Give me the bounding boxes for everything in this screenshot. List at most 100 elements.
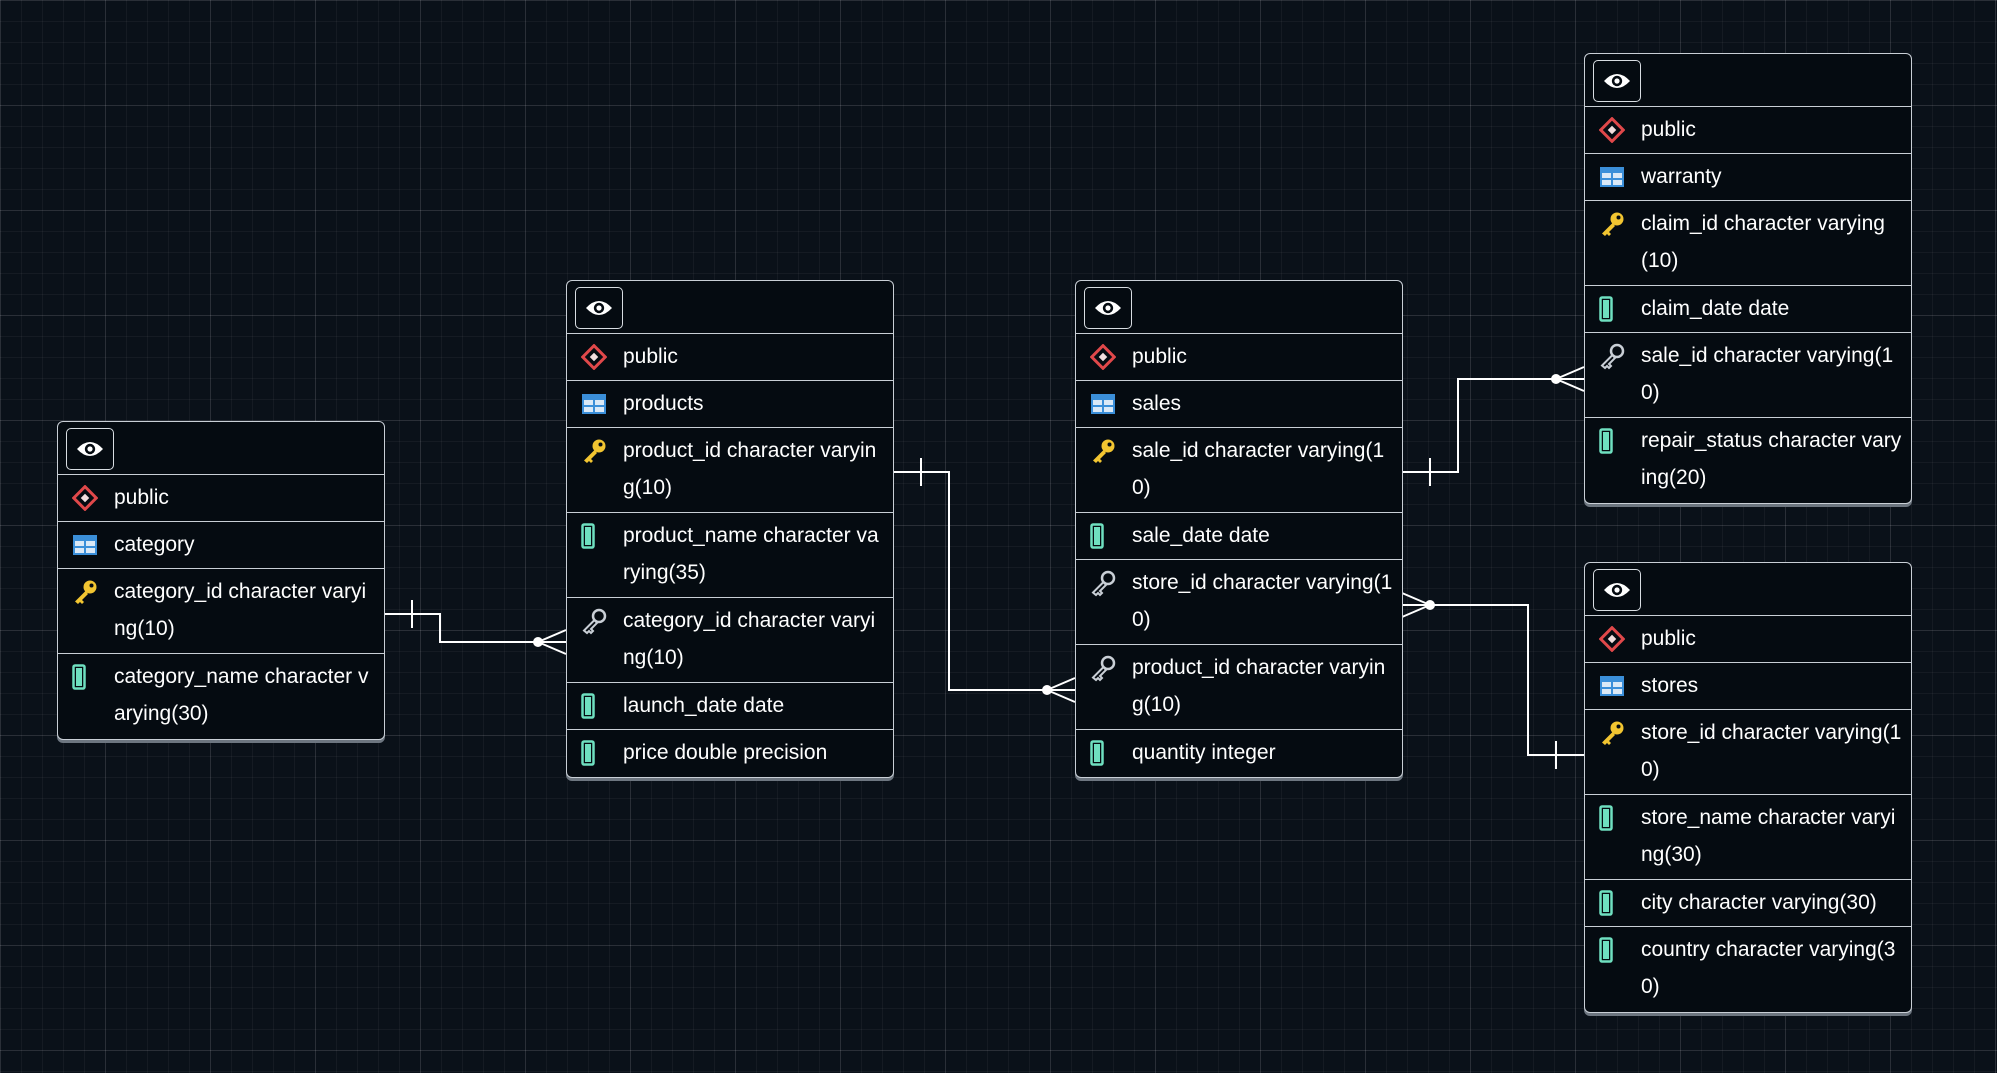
schema-row[interactable]: public: [1585, 616, 1911, 663]
column-icon: [1599, 422, 1629, 459]
table-name-row[interactable]: warranty: [1585, 154, 1911, 201]
column-row-label: store_name character varying(30): [1641, 806, 1896, 866]
crows-foot-line: [1555, 366, 1585, 380]
primary-key-icon: [581, 432, 611, 469]
column-row-label: price double precision: [623, 741, 828, 764]
column-row-label: sale_id character varying(10): [1132, 439, 1385, 499]
schema-diamond-icon: [581, 338, 611, 375]
foreign-key-icon: [1090, 649, 1120, 686]
schema-row-label: public: [1641, 118, 1696, 141]
schema-row[interactable]: public: [1076, 334, 1402, 381]
eye-icon[interactable]: [1084, 287, 1132, 329]
table-name-row-label: stores: [1641, 674, 1699, 697]
eye-icon[interactable]: [1593, 569, 1641, 611]
column-row-label: sale_id character varying(10): [1641, 344, 1894, 404]
schema-row-label: public: [1641, 627, 1696, 650]
primary-key-icon: [1599, 205, 1629, 242]
crows-foot-line: [1401, 592, 1431, 606]
table-name-row[interactable]: category: [58, 522, 384, 569]
column-row[interactable]: category_id character varying(10): [567, 598, 893, 683]
schema-row-label: public: [623, 345, 678, 368]
column-row[interactable]: category_id character varying(10): [58, 569, 384, 654]
table-card-stores[interactable]: public stores store_id character varying(1…: [1584, 562, 1912, 1013]
table-name-row-label: sales: [1132, 392, 1182, 415]
crows-foot-line: [1046, 689, 1076, 703]
relationship-line: [1402, 604, 1584, 756]
table-name-row[interactable]: stores: [1585, 663, 1911, 710]
schema-diamond-icon: [1599, 111, 1629, 148]
column-row[interactable]: product_id character varying(10): [567, 428, 893, 513]
many-cardinality-dot: [533, 637, 543, 647]
eye-icon[interactable]: [1593, 60, 1641, 102]
column-row-label: category_name character varying(30): [114, 665, 369, 725]
column-icon: [1599, 931, 1629, 968]
schema-row[interactable]: public: [567, 334, 893, 381]
primary-key-icon: [72, 573, 102, 610]
table-name-row[interactable]: sales: [1076, 381, 1402, 428]
table-header: [1585, 54, 1911, 107]
table-name-row-label: category: [114, 533, 195, 556]
column-row[interactable]: sale_id character varying(10): [1076, 428, 1402, 513]
column-row-label: claim_date date: [1641, 297, 1790, 320]
column-row[interactable]: category_name character varying(30): [58, 654, 384, 739]
schema-row[interactable]: public: [58, 475, 384, 522]
table-card-products[interactable]: public products product_id character varyi…: [566, 280, 894, 778]
column-row-label: category_id character varying(10): [114, 580, 367, 640]
column-row-label: city character varying(30): [1641, 891, 1877, 914]
column-row[interactable]: product_name character varying(35): [567, 513, 893, 598]
crows-foot-line: [537, 641, 567, 655]
crows-foot-line: [1555, 378, 1585, 392]
eye-icon[interactable]: [575, 287, 623, 329]
column-row-label: store_id character varying(10): [1641, 721, 1902, 781]
column-row[interactable]: store_name character varying(30): [1585, 795, 1911, 880]
foreign-key-icon: [581, 602, 611, 639]
column-row[interactable]: sale_date date: [1076, 513, 1402, 560]
column-row[interactable]: product_id character varying(10): [1076, 645, 1402, 730]
crows-foot-line: [537, 629, 567, 643]
schema-row-label: public: [1132, 345, 1187, 368]
table-grid-icon: [72, 526, 102, 563]
column-row[interactable]: country character varying(30): [1585, 927, 1911, 1012]
column-icon: [581, 517, 611, 554]
column-row-label: quantity integer: [1132, 741, 1276, 764]
table-header: [567, 281, 893, 334]
column-row[interactable]: launch_date date: [567, 683, 893, 730]
relationship-line: [893, 471, 1075, 691]
schema-diamond-icon: [72, 479, 102, 516]
schema-row-label: public: [114, 486, 169, 509]
many-cardinality-dot: [1042, 685, 1052, 695]
column-row-label: repair_status character varying(20): [1641, 429, 1902, 489]
column-row[interactable]: store_id character varying(10): [1585, 710, 1911, 795]
column-row[interactable]: price double precision: [567, 730, 893, 777]
column-row[interactable]: city character varying(30): [1585, 880, 1911, 927]
column-icon: [1599, 290, 1629, 327]
table-card-sales[interactable]: public sales sale_id character varying(10)…: [1075, 280, 1403, 778]
schema-row[interactable]: public: [1585, 107, 1911, 154]
column-row[interactable]: claim_id character varying(10): [1585, 201, 1911, 286]
eye-icon[interactable]: [66, 428, 114, 470]
many-cardinality-dot: [1551, 374, 1561, 384]
table-name-row-label: products: [623, 392, 704, 415]
column-icon: [581, 687, 611, 724]
schema-diamond-icon: [1599, 620, 1629, 657]
table-grid-icon: [1599, 158, 1629, 195]
table-name-row-label: warranty: [1641, 165, 1722, 188]
foreign-key-icon: [1599, 337, 1629, 374]
table-header: [1585, 563, 1911, 616]
table-card-category[interactable]: public category category_id character vary…: [57, 421, 385, 740]
column-row[interactable]: sale_id character varying(10): [1585, 333, 1911, 418]
column-icon: [72, 658, 102, 695]
table-card-warranty[interactable]: public warranty claim_id character varying…: [1584, 53, 1912, 504]
column-row[interactable]: repair_status character varying(20): [1585, 418, 1911, 503]
table-header: [1076, 281, 1402, 334]
column-row[interactable]: quantity integer: [1076, 730, 1402, 777]
table-grid-icon: [581, 385, 611, 422]
table-name-row[interactable]: products: [567, 381, 893, 428]
column-row[interactable]: claim_date date: [1585, 286, 1911, 333]
column-icon: [1090, 734, 1120, 771]
column-row-label: sale_date date: [1132, 524, 1270, 547]
column-row[interactable]: store_id character varying(10): [1076, 560, 1402, 645]
column-row-label: product_id character varying(10): [1132, 656, 1386, 716]
column-row-label: claim_id character varying(10): [1641, 212, 1885, 272]
